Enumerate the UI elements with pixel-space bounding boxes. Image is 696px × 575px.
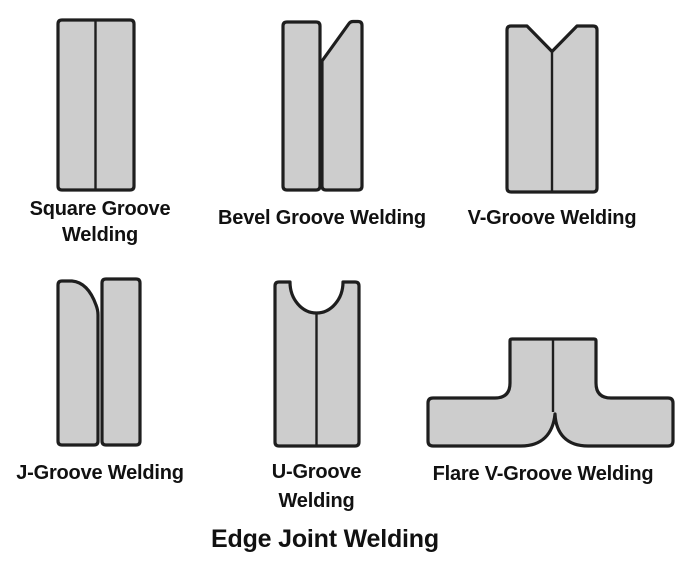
label-bevel-groove: Bevel Groove Welding <box>218 207 426 229</box>
j-groove-left-plate <box>56 279 100 447</box>
label-square-groove: Square Groove Welding <box>29 198 171 246</box>
flare-v-groove-diagram <box>426 337 675 448</box>
bevel-groove-diagram <box>281 19 364 192</box>
bevel-groove-right-plate <box>320 19 364 192</box>
j-groove-right-plate <box>100 277 142 447</box>
label-flare-v-groove: Flare V-Groove Welding <box>432 463 654 485</box>
square-groove-diagram <box>56 18 136 192</box>
label-v-groove: V-Groove Welding <box>467 207 637 229</box>
figure-title: Edge Joint Welding <box>211 525 439 553</box>
u-groove-diagram <box>273 280 361 448</box>
v-groove-diagram <box>505 24 599 194</box>
bevel-groove-left-plate <box>281 20 322 192</box>
j-groove-diagram <box>56 277 142 447</box>
label-j-groove: J-Groove Welding <box>16 462 184 484</box>
flare-v-groove-plates <box>426 337 675 448</box>
label-u-groove: U-Groove Welding <box>271 461 362 512</box>
